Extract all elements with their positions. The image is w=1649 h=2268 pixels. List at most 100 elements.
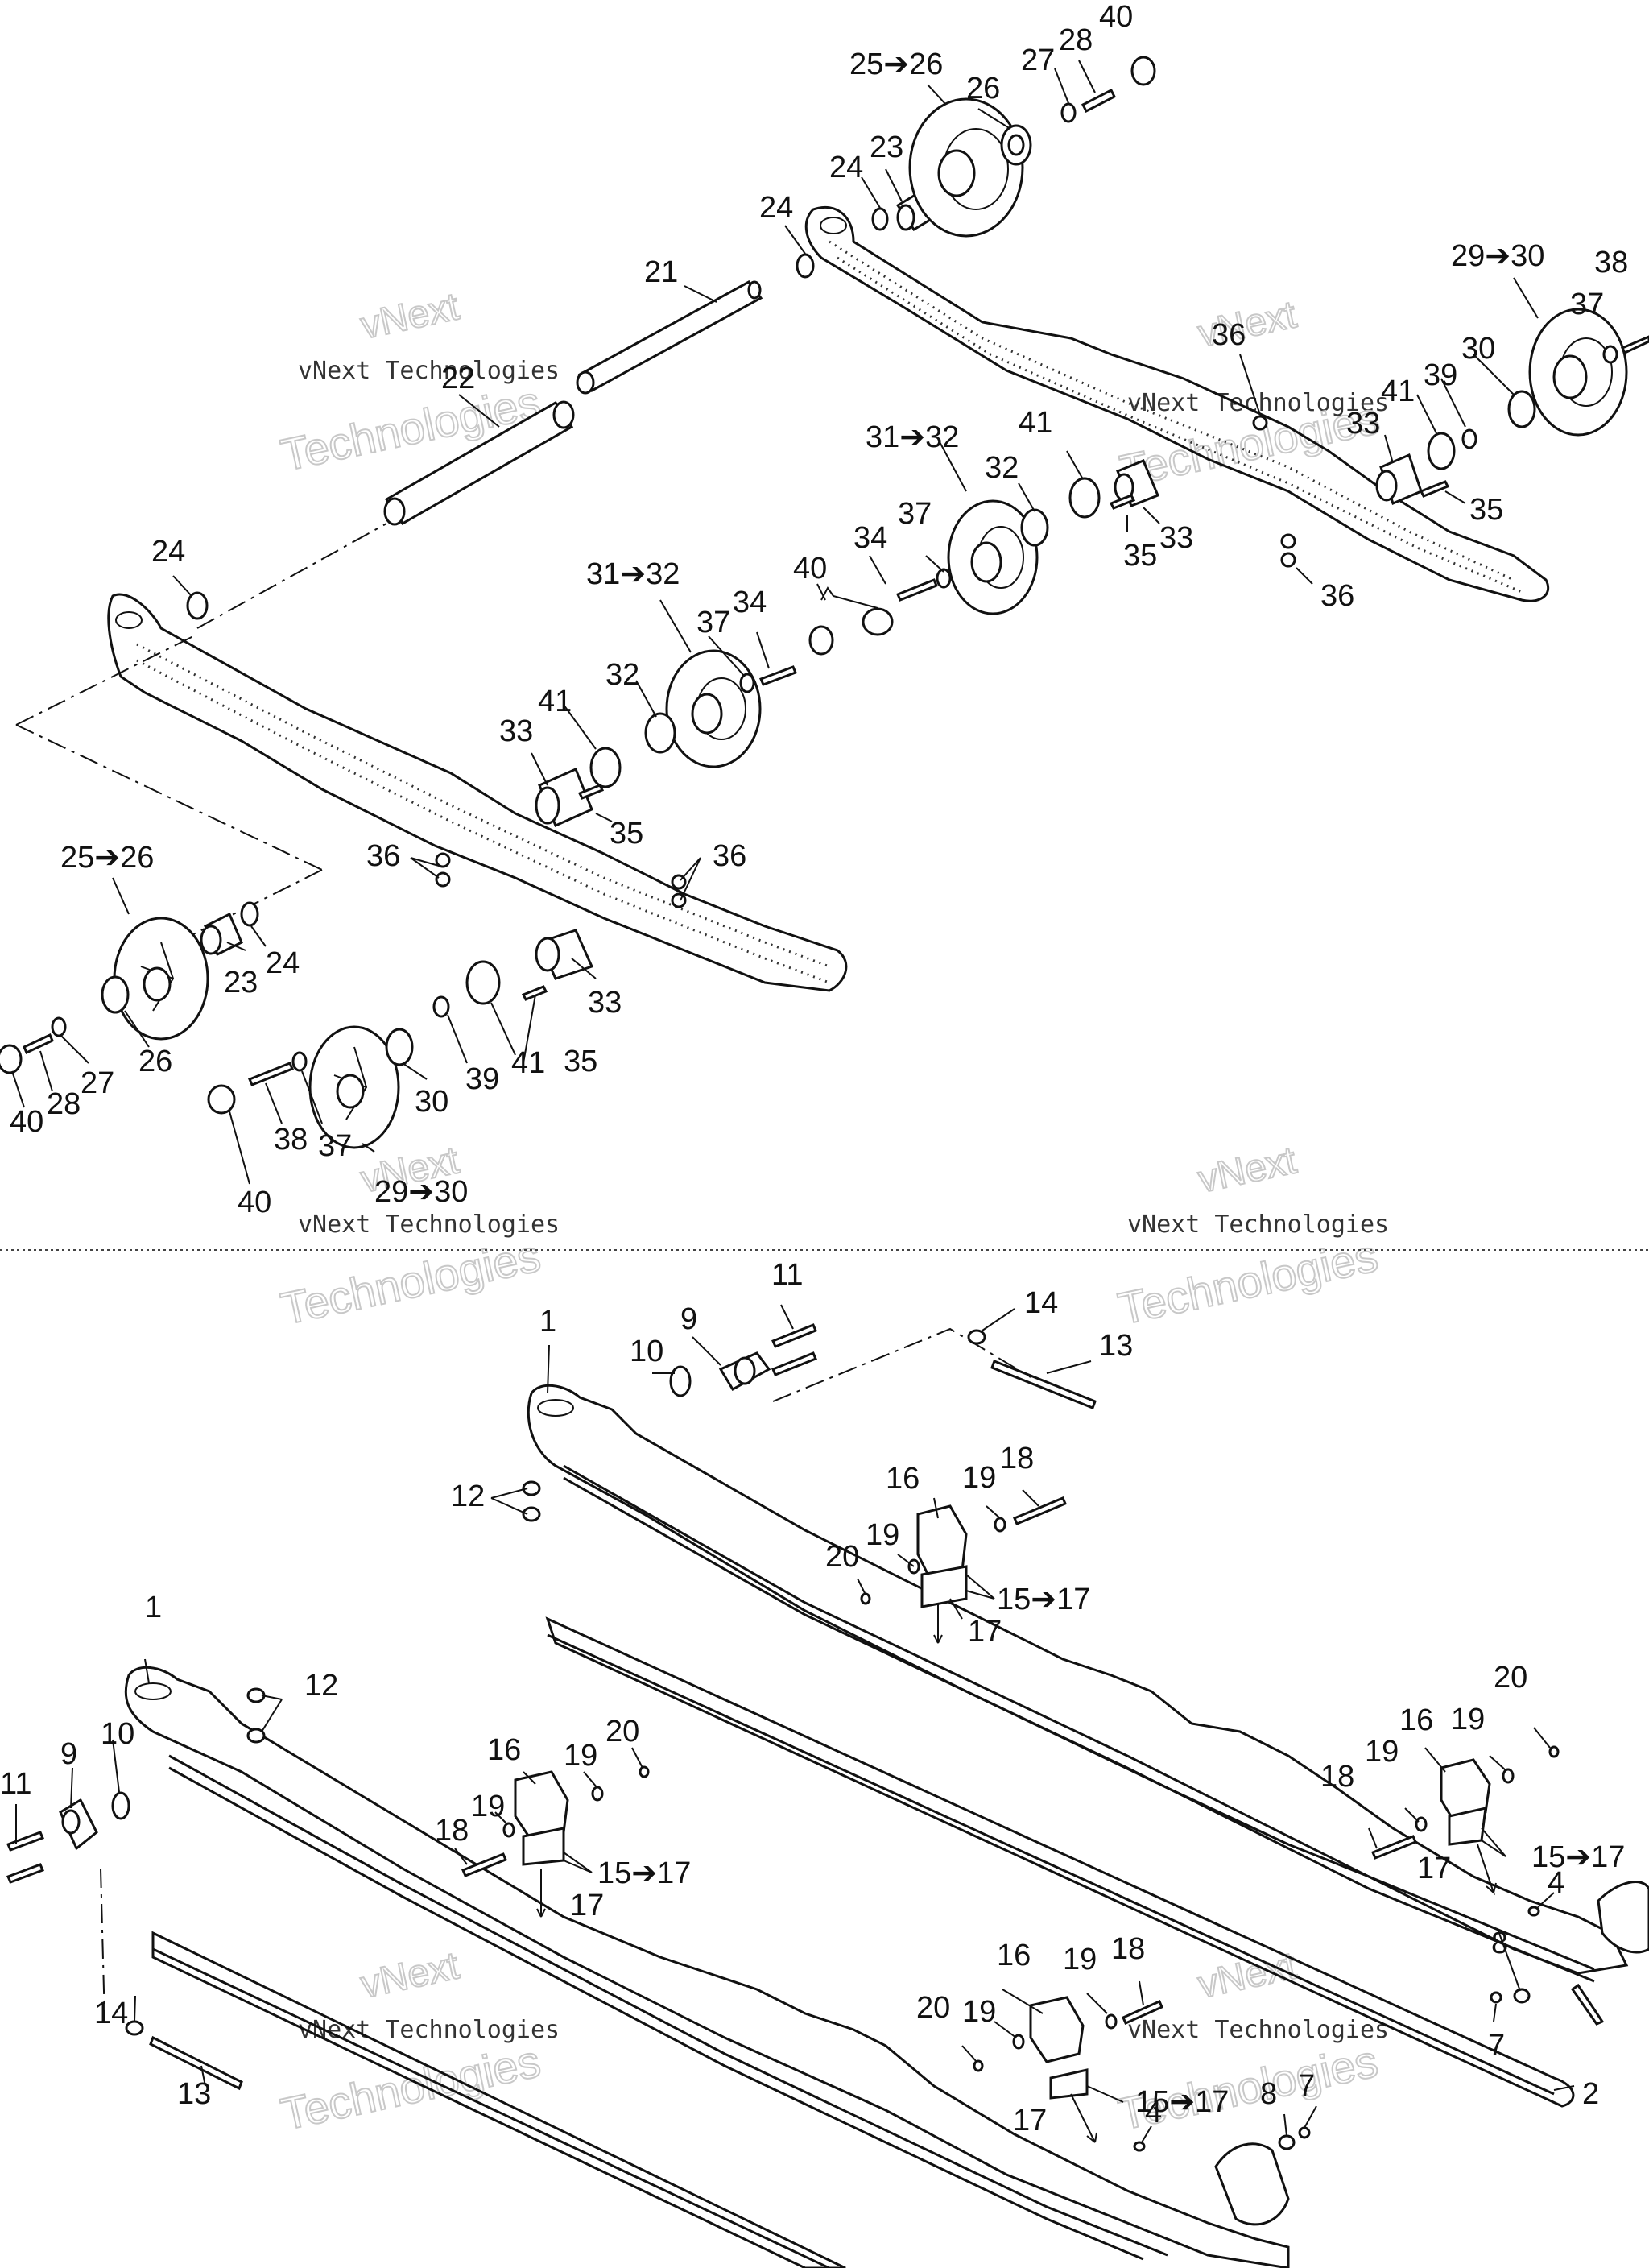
- screw: [1109, 494, 1136, 510]
- idler-wheel: [908, 97, 1024, 238]
- callout-11: 11: [771, 1258, 803, 1292]
- callout-15-17: 15➔17: [1531, 1840, 1625, 1874]
- bearing: [385, 1028, 414, 1066]
- rear-rail-left: [124, 1666, 1290, 2268]
- nut: [435, 852, 451, 868]
- nut: [1252, 415, 1268, 431]
- callout-17: 17: [1013, 2104, 1047, 2138]
- spacer-tube: [383, 400, 575, 526]
- rail-slot: [820, 217, 847, 234]
- callout-39: 39: [465, 1062, 499, 1096]
- callout-36: 36: [1320, 579, 1354, 613]
- callout-38: 38: [1594, 246, 1628, 279]
- washer: [240, 901, 259, 927]
- bolt: [6, 1831, 44, 1852]
- screw: [577, 784, 605, 800]
- bolt: [23, 1033, 54, 1055]
- callout-7: 7: [1298, 2069, 1315, 2103]
- bearing: [644, 712, 676, 754]
- watermark-line1: vNext: [357, 285, 462, 347]
- nut: [1280, 533, 1296, 549]
- upper-assembly: [0, 56, 1649, 1149]
- callout-30: 30: [1461, 332, 1495, 366]
- bolt: [771, 1323, 817, 1348]
- callout-30: 30: [415, 1085, 448, 1119]
- washer: [432, 995, 450, 1018]
- callout-21: 21: [644, 255, 678, 289]
- bolt: [6, 1863, 44, 1884]
- watermark-line1: vNext: [1194, 1139, 1300, 1201]
- washer: [465, 960, 501, 1005]
- callout-23: 23: [870, 130, 903, 164]
- callout-33: 33: [1159, 521, 1193, 555]
- watermark-line1: vNext: [1194, 293, 1300, 355]
- callout-15-17: 15➔17: [997, 1583, 1090, 1616]
- bolt: [248, 1062, 294, 1086]
- callout-13: 13: [1099, 1329, 1133, 1363]
- callout-18: 18: [1000, 1442, 1034, 1475]
- callout-39: 39: [1424, 358, 1457, 392]
- callout-28: 28: [47, 1087, 81, 1121]
- washer: [51, 1016, 67, 1037]
- washer: [186, 591, 209, 620]
- callout-34: 34: [853, 521, 887, 555]
- plate: [669, 1365, 692, 1397]
- callout-12: 12: [451, 1480, 485, 1513]
- nut: [639, 1765, 650, 1778]
- bolt: [1122, 2000, 1163, 2025]
- callout-32: 32: [985, 451, 1019, 485]
- callout-20: 20: [916, 1991, 950, 2025]
- washer: [291, 1051, 308, 1072]
- callout-33: 33: [499, 714, 533, 748]
- axle: [576, 280, 763, 395]
- callout-19: 19: [1063, 1943, 1097, 1976]
- axle-block: [1114, 459, 1159, 507]
- screw: [1570, 1983, 1605, 2026]
- nut: [973, 2059, 984, 2072]
- callout-19: 19: [962, 1995, 996, 2029]
- callout-38: 38: [274, 1123, 308, 1157]
- bolt: [759, 665, 797, 686]
- callout-37: 37: [1570, 288, 1604, 321]
- washer: [936, 568, 952, 589]
- callout-20: 20: [605, 1715, 639, 1749]
- idler-wheel: [113, 917, 209, 1041]
- nut: [1490, 1991, 1502, 2004]
- bolt: [896, 578, 938, 602]
- callout-1: 1: [145, 1591, 162, 1624]
- callout-8: 8: [1491, 1927, 1508, 1960]
- washer: [1427, 432, 1456, 470]
- callout-24: 24: [151, 535, 185, 569]
- washer: [1602, 345, 1618, 364]
- callout-17: 17: [968, 1615, 1002, 1649]
- screw: [1419, 480, 1450, 498]
- watermark-line2: vNext Technologies: [298, 1211, 560, 1239]
- callout-36: 36: [366, 839, 400, 873]
- callout-41: 41: [511, 1046, 545, 1080]
- callout-13: 13: [177, 2077, 211, 2111]
- idler-wheel: [947, 499, 1039, 615]
- nut: [860, 1592, 871, 1605]
- callout-19: 19: [962, 1461, 996, 1495]
- idler-wheel: [665, 649, 762, 768]
- nut: [522, 1480, 541, 1496]
- washer: [589, 747, 622, 788]
- axle-block: [535, 767, 593, 828]
- callout-36: 36: [1212, 318, 1246, 352]
- callout-34: 34: [733, 586, 767, 619]
- bolt: [990, 1360, 1097, 1409]
- bushing: [200, 912, 243, 957]
- callout-20: 20: [825, 1540, 859, 1574]
- callout-17: 17: [1417, 1852, 1451, 1885]
- nut: [1280, 552, 1296, 568]
- washer: [1012, 2034, 1025, 2050]
- callout-16: 16: [886, 1462, 920, 1496]
- bracket: [718, 1351, 771, 1392]
- bolt: [1371, 1835, 1417, 1860]
- callout-35: 35: [610, 817, 643, 850]
- callout-26: 26: [966, 72, 1000, 106]
- callout-26: 26: [138, 1045, 172, 1078]
- leader-lines: [11, 60, 1575, 2143]
- cap: [808, 625, 834, 656]
